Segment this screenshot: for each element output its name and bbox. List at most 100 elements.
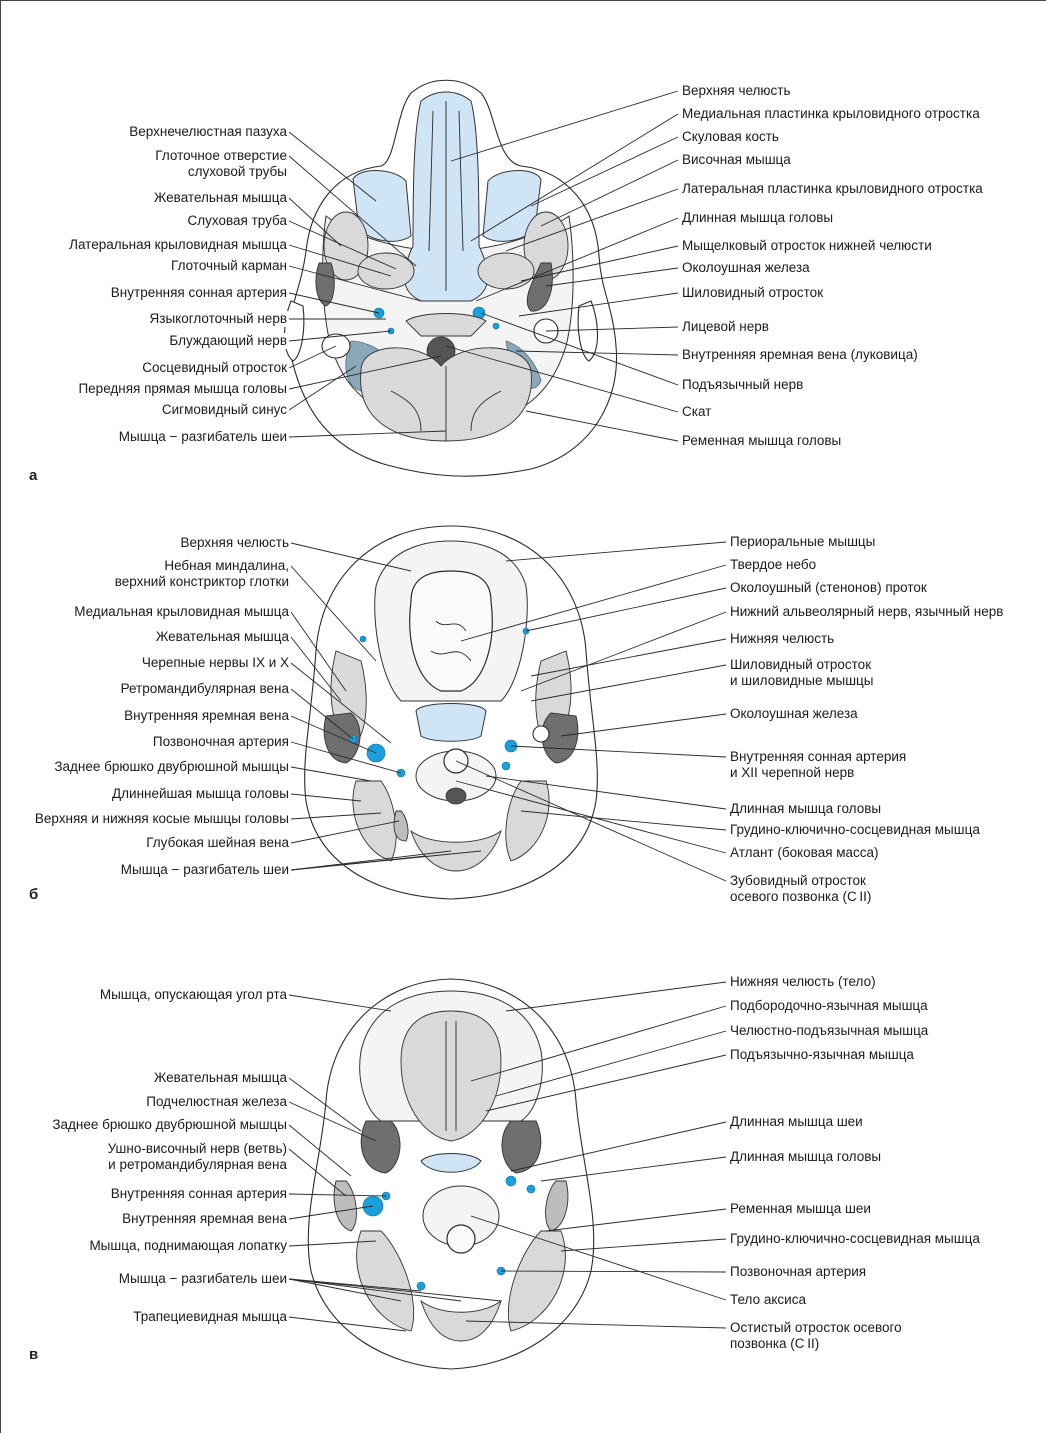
label-c-neck-extensor: Мышца − разгибатель шеи: [115, 1271, 289, 1287]
label-a-zygomatic: Скуловая кость: [680, 129, 781, 145]
label-line: Твердое небо: [730, 557, 816, 573]
label-b-digastric-posterior: Заднее брюшко двубрюшной мышцы: [50, 759, 291, 775]
label-line: Верхняя челюсть: [178, 535, 289, 551]
panel-b-pharynx: [416, 704, 486, 742]
label-line: и XII черепной нерв: [730, 765, 906, 781]
label-b-medial-pterygoid: Медиальная крыловидная мышца: [70, 604, 291, 620]
label-c-mylohyoid: Челюстно-подъязычная мышца: [728, 1023, 930, 1039]
label-line: Внутренняя сонная артерия: [109, 285, 287, 301]
label-line: Нижняя челюсть: [730, 631, 834, 647]
label-b-maxilla: Верхняя челюсть: [176, 535, 291, 551]
label-line: Мышца, опускающая угол рта: [98, 987, 287, 1003]
label-c-mandible-body: Нижняя челюсть (тело): [728, 974, 878, 990]
label-line: Подъязычный нерв: [682, 377, 803, 393]
label-line: Длинная мышца головы: [730, 801, 881, 817]
label-a-condylar-process: Мыщелковый отросток нижней челюсти: [680, 238, 934, 254]
label-a-temporalis: Височная мышца: [680, 152, 793, 168]
label-line: Черепные нервы IX и X: [140, 655, 289, 671]
label-c-ijv: Внутренняя яремная вена: [118, 1211, 289, 1227]
label-line: Периоральные мышцы: [730, 534, 875, 550]
label-line: Внутренняя сонная артерия: [109, 1186, 287, 1202]
label-c-levator-scapulae: Мышца, поднимающая лопатку: [85, 1238, 289, 1254]
label-line: Позвоночная артерия: [151, 734, 289, 750]
label-b-deep-cervical-vein: Глубокая шейная вена: [142, 835, 291, 851]
label-line: Нижний альвеолярный нерв, язычный нерв: [730, 604, 1003, 620]
label-line: Околоушная железа: [682, 260, 810, 276]
label-a-hypoglossal: Подъязычный нерв: [680, 377, 805, 393]
label-c-hyoglossus: Подъязычно-язычная мышца: [728, 1047, 916, 1063]
label-b-ica-xii: Внутренняя сонная артерияи XII черепной …: [728, 749, 908, 781]
leader-c-depressor-anguli: [289, 995, 391, 1011]
label-c-longus-capitis: Длинная мышца головы: [728, 1149, 883, 1165]
label-b-perioral: Периоральные мышцы: [728, 534, 877, 550]
panel-b-letter: б: [29, 886, 38, 903]
label-a-pharyngeal-recess: Глоточный карман: [167, 258, 289, 274]
label-line: Шиловидный отросток: [730, 657, 873, 673]
label-line: Латеральная пластинка крыловидного отрос…: [682, 181, 983, 197]
label-b-dens: Зубовидный отростокосевого позвонка (C I…: [728, 873, 873, 905]
label-line: Заднее брюшко двубрюшной мышцы: [50, 1117, 287, 1133]
label-line: Околоушная железа: [730, 706, 858, 722]
label-line: Блуждающий нерв: [167, 333, 287, 349]
label-line: Нижняя челюсть (тело): [730, 974, 876, 990]
label-c-masseter: Жевательная мышца: [150, 1070, 289, 1086]
label-line: Жевательная мышца: [154, 629, 289, 645]
leader-c-mandible-body: [506, 982, 726, 1011]
label-b-cranial-nerves: Черепные нервы IX и X: [138, 655, 291, 671]
label-line: Внутренняя яремная вена: [120, 1211, 287, 1227]
label-b-obliquus-capitis: Верхняя и нижняя косые мышцы головы: [31, 811, 291, 827]
label-line: слуховой трубы: [153, 164, 287, 180]
label-a-rectus-capitis-anterior: Передняя прямая мышца головы: [74, 381, 289, 397]
label-line: Остистый отросток осевого: [730, 1320, 902, 1336]
label-line: Шиловидный отросток: [682, 285, 823, 301]
label-line: Ушно-височный нерв (ветвь): [106, 1141, 287, 1157]
label-line: Глоточное отверстие: [153, 148, 287, 164]
label-a-parotid: Околоушная железа: [680, 260, 812, 276]
label-line: позвонка (C II): [730, 1336, 902, 1352]
label-line: Тело аксиса: [730, 1292, 806, 1308]
label-b-longissimus-capitis: Длиннейшая мышца головы: [108, 786, 291, 802]
label-b-alveolar-nerve: Нижний альвеолярный нерв, язычный нерв: [728, 604, 1005, 620]
label-c-vertebral-artery: Позвоночная артерия: [728, 1264, 868, 1280]
label-line: Длиннейшая мышца головы: [110, 786, 289, 802]
label-c-spinous-process: Остистый отросток осевогопозвонка (C II): [728, 1320, 904, 1352]
label-line: Длинная мышца головы: [682, 210, 833, 226]
label-a-medial-pterygoid-plate: Медиальная пластинка крыловидного отрост…: [680, 106, 982, 122]
label-line: Челюстно-подъязычная мышца: [730, 1023, 928, 1039]
label-line: осевого позвонка (C II): [730, 889, 871, 905]
label-line: Длинная мышца шеи: [730, 1114, 863, 1130]
label-line: Передняя прямая мышца головы: [76, 381, 287, 397]
label-line: Мышца − разгибатель шеи: [117, 1271, 287, 1287]
label-line: Трапециевидная мышца: [131, 1309, 287, 1325]
label-b-longus-capitis: Длинная мышца головы: [728, 801, 883, 817]
label-line: Зубовидный отросток: [730, 873, 871, 889]
label-line: Верхняя челюсть: [682, 83, 791, 99]
label-line: Ретромандибулярная вена: [119, 681, 289, 697]
label-line: Жевательная мышца: [152, 190, 287, 206]
label-line: и шиловидные мышцы: [730, 673, 873, 689]
label-line: Сосцевидный отросток: [140, 360, 287, 376]
label-b-hard-palate: Твердое небо: [728, 557, 818, 573]
label-a-internal-carotid: Внутренняя сонная артерия: [107, 285, 289, 301]
label-line: Лицевой нерв: [682, 319, 769, 335]
label-line: Околоушный (стенонов) проток: [730, 580, 927, 596]
label-c-trapezius: Трапециевидная мышца: [129, 1309, 289, 1325]
label-b-palatine-tonsil: Небная миндалина,верхний констриктор гло…: [111, 558, 291, 590]
label-a-lateral-pterygoid-plate: Латеральная пластинка крыловидного отрос…: [680, 181, 985, 197]
panel-b-drawing: [305, 526, 598, 899]
label-a-styloid: Шиловидный отросток: [680, 285, 825, 301]
label-line: Внутренняя яремная вена: [122, 708, 289, 724]
label-a-neck-extensor: Мышца − разгибатель шеи: [115, 429, 289, 445]
label-b-ijv: Внутренняя яремная вена: [120, 708, 291, 724]
label-line: Грудино-ключично-сосцевидная мышца: [730, 822, 980, 838]
label-line: Медиальная крыловидная мышца: [72, 604, 289, 620]
label-line: Сигмовидный синус: [160, 402, 287, 418]
label-b-scm: Грудино-ключично-сосцевидная мышца: [728, 822, 982, 838]
label-a-mastoid: Сосцевидный отросток: [138, 360, 289, 376]
label-line: Грудино-ключично-сосцевидная мышца: [730, 1231, 980, 1247]
label-b-retromandibular-vein: Ретромандибулярная вена: [117, 681, 291, 697]
label-b-parotid-duct: Околоушный (стенонов) проток: [728, 580, 929, 596]
